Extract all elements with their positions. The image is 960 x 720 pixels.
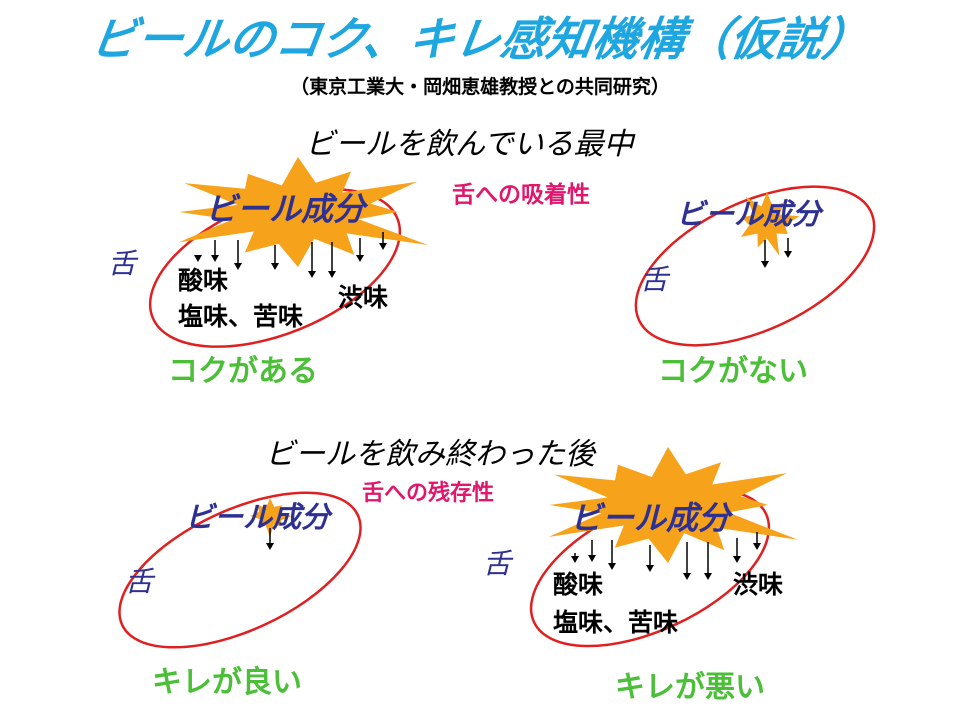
tongue-label-1: 舌	[108, 247, 137, 280]
beer-component-burst-1	[178, 157, 428, 267]
component-label-2: ビール成分	[676, 197, 822, 231]
arrow-head	[784, 251, 792, 258]
heading-after: ビールを飲み終わった後	[265, 437, 595, 472]
property-adsorption: 舌への吸着性	[452, 182, 590, 208]
tongue-label-2: 舌	[640, 263, 669, 296]
result-poor-finish: キレが悪い	[615, 670, 765, 705]
arrow-head	[328, 271, 336, 278]
arrow-head	[646, 565, 654, 572]
taste-sour-1: 酸味	[178, 266, 229, 295]
beer-component-burst-4	[548, 447, 798, 563]
arrow-head	[761, 261, 769, 268]
arrow-head	[588, 555, 596, 562]
arrow-head	[271, 263, 279, 270]
beer-component-burst-3	[250, 498, 292, 538]
arrow-head	[704, 573, 712, 580]
taste-astringent-4: 渋味	[733, 570, 784, 599]
component-label-4: ビール成分	[570, 499, 731, 537]
result-not-rich: コクがない	[658, 354, 808, 389]
result-clean-finish: キレが良い	[152, 665, 302, 700]
arrow-head	[753, 543, 761, 550]
arrow-head	[356, 255, 364, 262]
arrow-head	[308, 271, 316, 278]
tongue-ellipse-2	[634, 185, 876, 347]
arrow-head	[683, 573, 691, 580]
taste-salty-bitter-1: 塩味、苦味	[178, 302, 304, 331]
arrow-head	[379, 243, 387, 250]
arrow-head	[733, 556, 741, 563]
tongue-ellipse-3	[118, 491, 362, 649]
beer-component-burst-2	[741, 192, 800, 256]
slide-title: ビールのコク、キレ感知機構（仮説）	[87, 12, 873, 66]
arrow-head	[608, 563, 616, 570]
result-rich: コクがある	[168, 354, 318, 389]
arrow-head	[571, 556, 579, 563]
arrow-head	[211, 255, 219, 262]
component-label-1: ビール成分	[205, 190, 366, 228]
heading-during: ビールを飲んでいる最中	[305, 127, 634, 162]
property-residual: 舌への残存性	[362, 481, 495, 506]
arrow-head	[234, 263, 242, 270]
arrow-head	[266, 543, 274, 550]
taste-salty-bitter-4: 塩味、苦味	[553, 608, 679, 637]
taste-sour-4: 酸味	[553, 570, 604, 599]
slide-subtitle: （東京工業大・岡畑恵雄教授との共同研究）	[290, 76, 670, 98]
tongue-label-3: 舌	[125, 565, 154, 598]
taste-astringent-1: 渋味	[338, 283, 389, 312]
component-label-3: ビール成分	[185, 500, 331, 534]
tongue-label-4: 舌	[483, 547, 512, 580]
arrow-head	[194, 255, 202, 262]
